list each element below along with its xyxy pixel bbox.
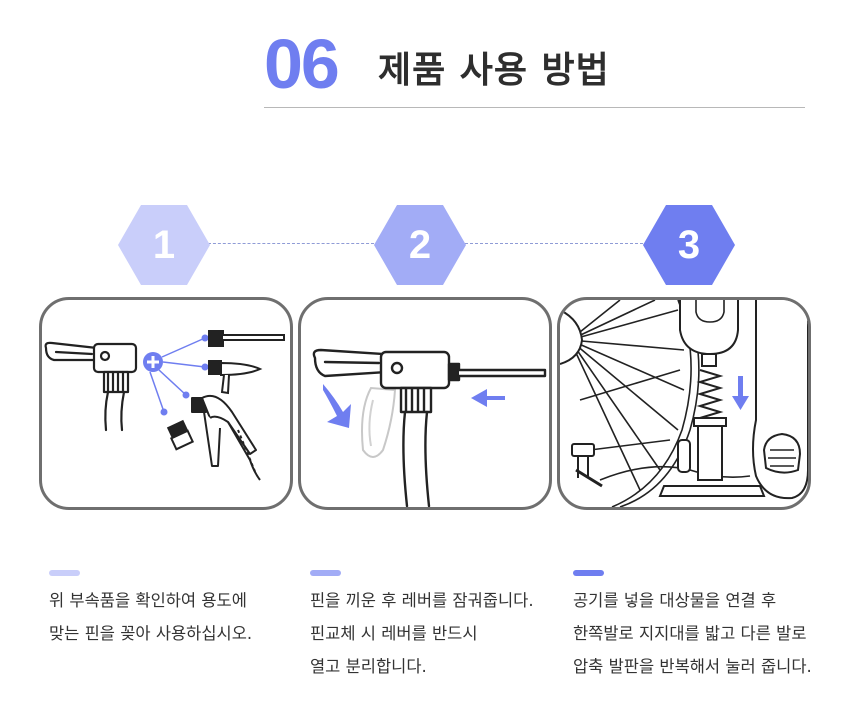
- insert-pin-lever-icon: [312, 348, 547, 507]
- step-connector-1-2: [208, 243, 374, 244]
- section-number: 06: [264, 25, 340, 103]
- header-divider: [264, 107, 805, 108]
- step-illustration-3: [557, 297, 811, 510]
- step-badge-2: 2: [374, 205, 466, 285]
- step-number: 3: [677, 223, 701, 267]
- description-line: 압축 발판을 반복해서 눌러 줍니다.: [573, 657, 812, 676]
- description-line: 위 부속품을 확인하여 용도에: [49, 591, 247, 610]
- step-number: 1: [152, 223, 176, 267]
- hexagon-icon: [643, 205, 735, 285]
- description-line: 열고 분리합니다.: [310, 657, 427, 676]
- step-marker-1: [49, 570, 80, 576]
- foot-pump-wheel-icon: [560, 300, 808, 507]
- step-badge-1: 1: [118, 205, 210, 285]
- description-line: 공기를 넣을 대상물을 연결 후: [573, 591, 777, 610]
- step-illustration-1: [39, 297, 293, 510]
- pump-head-parts-icon: [44, 330, 285, 481]
- step-badge-3: 3: [643, 205, 735, 285]
- arrow-left-icon: [471, 389, 505, 407]
- arrow-down-icon: [732, 376, 749, 410]
- section-header: 06 제품 사용 방법: [264, 22, 805, 108]
- step-description-2: 핀을 끼운 후 레버를 잠궈줍니다. 핀교체 시 레버를 반드시 열고 분리합니…: [310, 584, 560, 683]
- description-line: 맞는 핀을 꽂아 사용하십시오.: [49, 624, 253, 643]
- step-connector-2-3: [465, 243, 643, 244]
- plus-icon: [143, 352, 163, 372]
- description-line: 핀을 끼운 후 레버를 잠궈줍니다.: [310, 591, 534, 610]
- step-description-1: 위 부속품을 확인하여 용도에 맞는 핀을 꽂아 사용하십시오.: [49, 584, 299, 650]
- hexagon-icon: [374, 205, 466, 285]
- step-description-3: 공기를 넣을 대상물을 연결 후 한쪽발로 지지대를 밟고 다른 발로 압축 발…: [573, 584, 823, 683]
- section-title: 제품 사용 방법: [378, 50, 610, 91]
- step-marker-2: [310, 570, 341, 576]
- curved-arrow-icon: [323, 384, 351, 428]
- step-illustration-2: [298, 297, 552, 510]
- step-number: 2: [408, 223, 432, 267]
- hexagon-icon: [118, 205, 210, 285]
- description-line: 핀교체 시 레버를 반드시: [310, 624, 478, 643]
- step-marker-3: [573, 570, 604, 576]
- description-line: 한쪽발로 지지대를 밟고 다른 발로: [573, 624, 807, 643]
